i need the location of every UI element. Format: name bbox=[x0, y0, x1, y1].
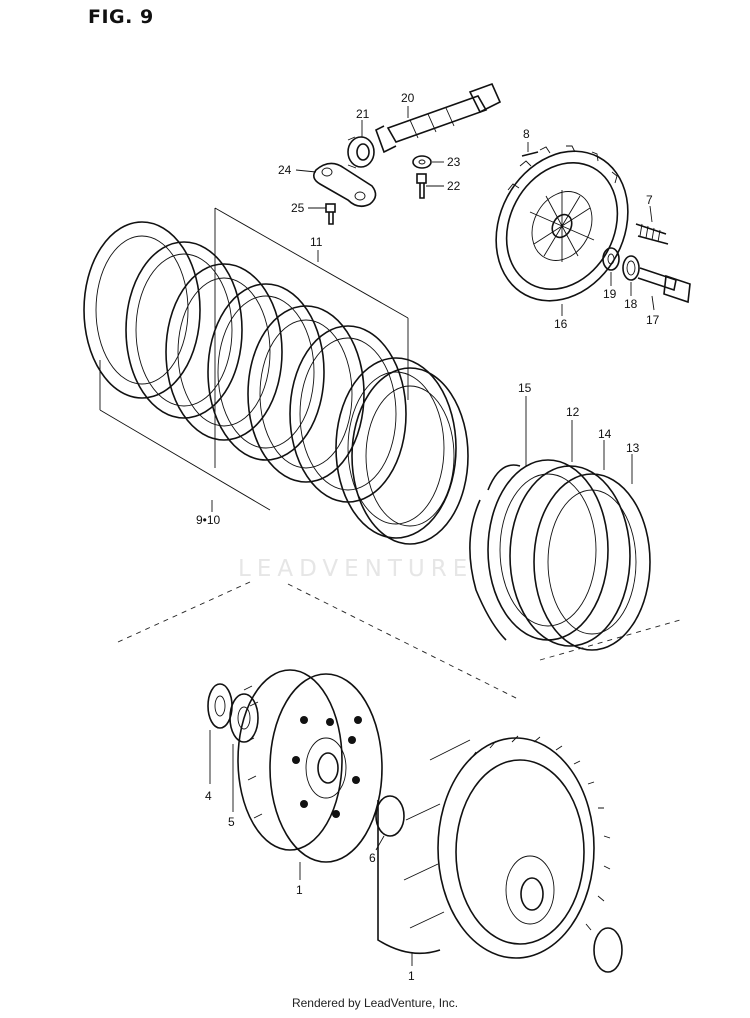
plate-8 bbox=[351, 367, 469, 545]
callout-4: 4 bbox=[205, 789, 212, 803]
screw-part-25 bbox=[325, 203, 336, 225]
callout-8: 8 bbox=[523, 127, 530, 141]
figure-title: FIG. 9 bbox=[88, 6, 154, 28]
callout-1-housing: 1 bbox=[408, 969, 415, 983]
plate-2 bbox=[125, 241, 243, 419]
pin-part-8 bbox=[521, 151, 539, 157]
clutch-housing-assembly bbox=[375, 735, 623, 973]
callout-25: 25 bbox=[291, 201, 305, 215]
callout-5: 5 bbox=[228, 815, 235, 829]
plate-3 bbox=[165, 263, 283, 441]
washer-part-5 bbox=[229, 693, 259, 743]
damper-ring-assembly bbox=[469, 459, 651, 651]
footer-credit: Rendered by LeadVenture, Inc. bbox=[291, 996, 459, 1010]
callout-labels: 20 21 23 22 24 25 8 7 19 18 17 16 11 9•1… bbox=[196, 91, 660, 983]
ring-part-14 bbox=[509, 465, 631, 647]
centerline-mid bbox=[287, 583, 521, 701]
washer-part-23 bbox=[412, 155, 432, 169]
centerline-right bbox=[539, 619, 681, 661]
spacer-part-6 bbox=[375, 795, 405, 837]
callout-1-hub: 1 bbox=[296, 883, 303, 897]
callout-21: 21 bbox=[356, 107, 370, 121]
release-shaft-assembly bbox=[312, 82, 502, 225]
oil-seal-part bbox=[593, 927, 623, 973]
plate-7 bbox=[335, 357, 457, 539]
callout-14: 14 bbox=[598, 427, 612, 441]
sleeve-hub-part-1 bbox=[237, 669, 383, 863]
washer-part-4 bbox=[207, 683, 233, 729]
pushrod-part-17 bbox=[637, 267, 691, 304]
callout-17: 17 bbox=[646, 313, 660, 327]
callout-12: 12 bbox=[566, 405, 580, 419]
callout-15: 15 bbox=[518, 381, 532, 395]
plate-5 bbox=[247, 305, 365, 483]
release-lever-part-24 bbox=[312, 162, 377, 208]
callout-22: 22 bbox=[447, 179, 461, 193]
spring-part-7 bbox=[635, 223, 669, 245]
callout-11: 11 bbox=[310, 235, 323, 249]
ring-part-12 bbox=[487, 459, 609, 641]
callout-19: 19 bbox=[603, 287, 617, 301]
callout-6: 6 bbox=[369, 851, 376, 865]
callout-20: 20 bbox=[401, 91, 415, 105]
callout-24: 24 bbox=[278, 163, 292, 177]
release-shaft-part-20 bbox=[375, 82, 502, 154]
callout-16: 16 bbox=[554, 317, 568, 331]
pressure-plate-part-16 bbox=[495, 145, 629, 302]
clutch-housing-part-1 bbox=[377, 735, 611, 959]
callout-18: 18 bbox=[624, 297, 638, 311]
bearing-part-21 bbox=[347, 136, 375, 169]
callout-13: 13 bbox=[626, 441, 640, 455]
callout-9-10: 9•10 bbox=[196, 513, 221, 527]
ring-part-15 bbox=[469, 464, 521, 641]
sleeve-hub-assembly bbox=[207, 669, 383, 863]
watermark-text: LEADVENTURE bbox=[238, 556, 474, 582]
clutch-plate-stack bbox=[83, 207, 469, 545]
bolt-part-22 bbox=[416, 173, 427, 199]
plate-6 bbox=[289, 325, 407, 503]
plate-1 bbox=[83, 221, 201, 399]
centerline-left bbox=[117, 581, 251, 643]
bracket-lines-11 bbox=[99, 207, 409, 511]
leader-lines bbox=[209, 106, 655, 966]
plate-4 bbox=[207, 283, 325, 461]
bearing-part-18 bbox=[622, 255, 640, 281]
pressure-plate-assembly bbox=[495, 145, 691, 304]
callout-7: 7 bbox=[646, 193, 653, 207]
washer-part-19 bbox=[602, 247, 620, 271]
ring-part-13 bbox=[533, 473, 651, 651]
callout-23: 23 bbox=[447, 155, 461, 169]
